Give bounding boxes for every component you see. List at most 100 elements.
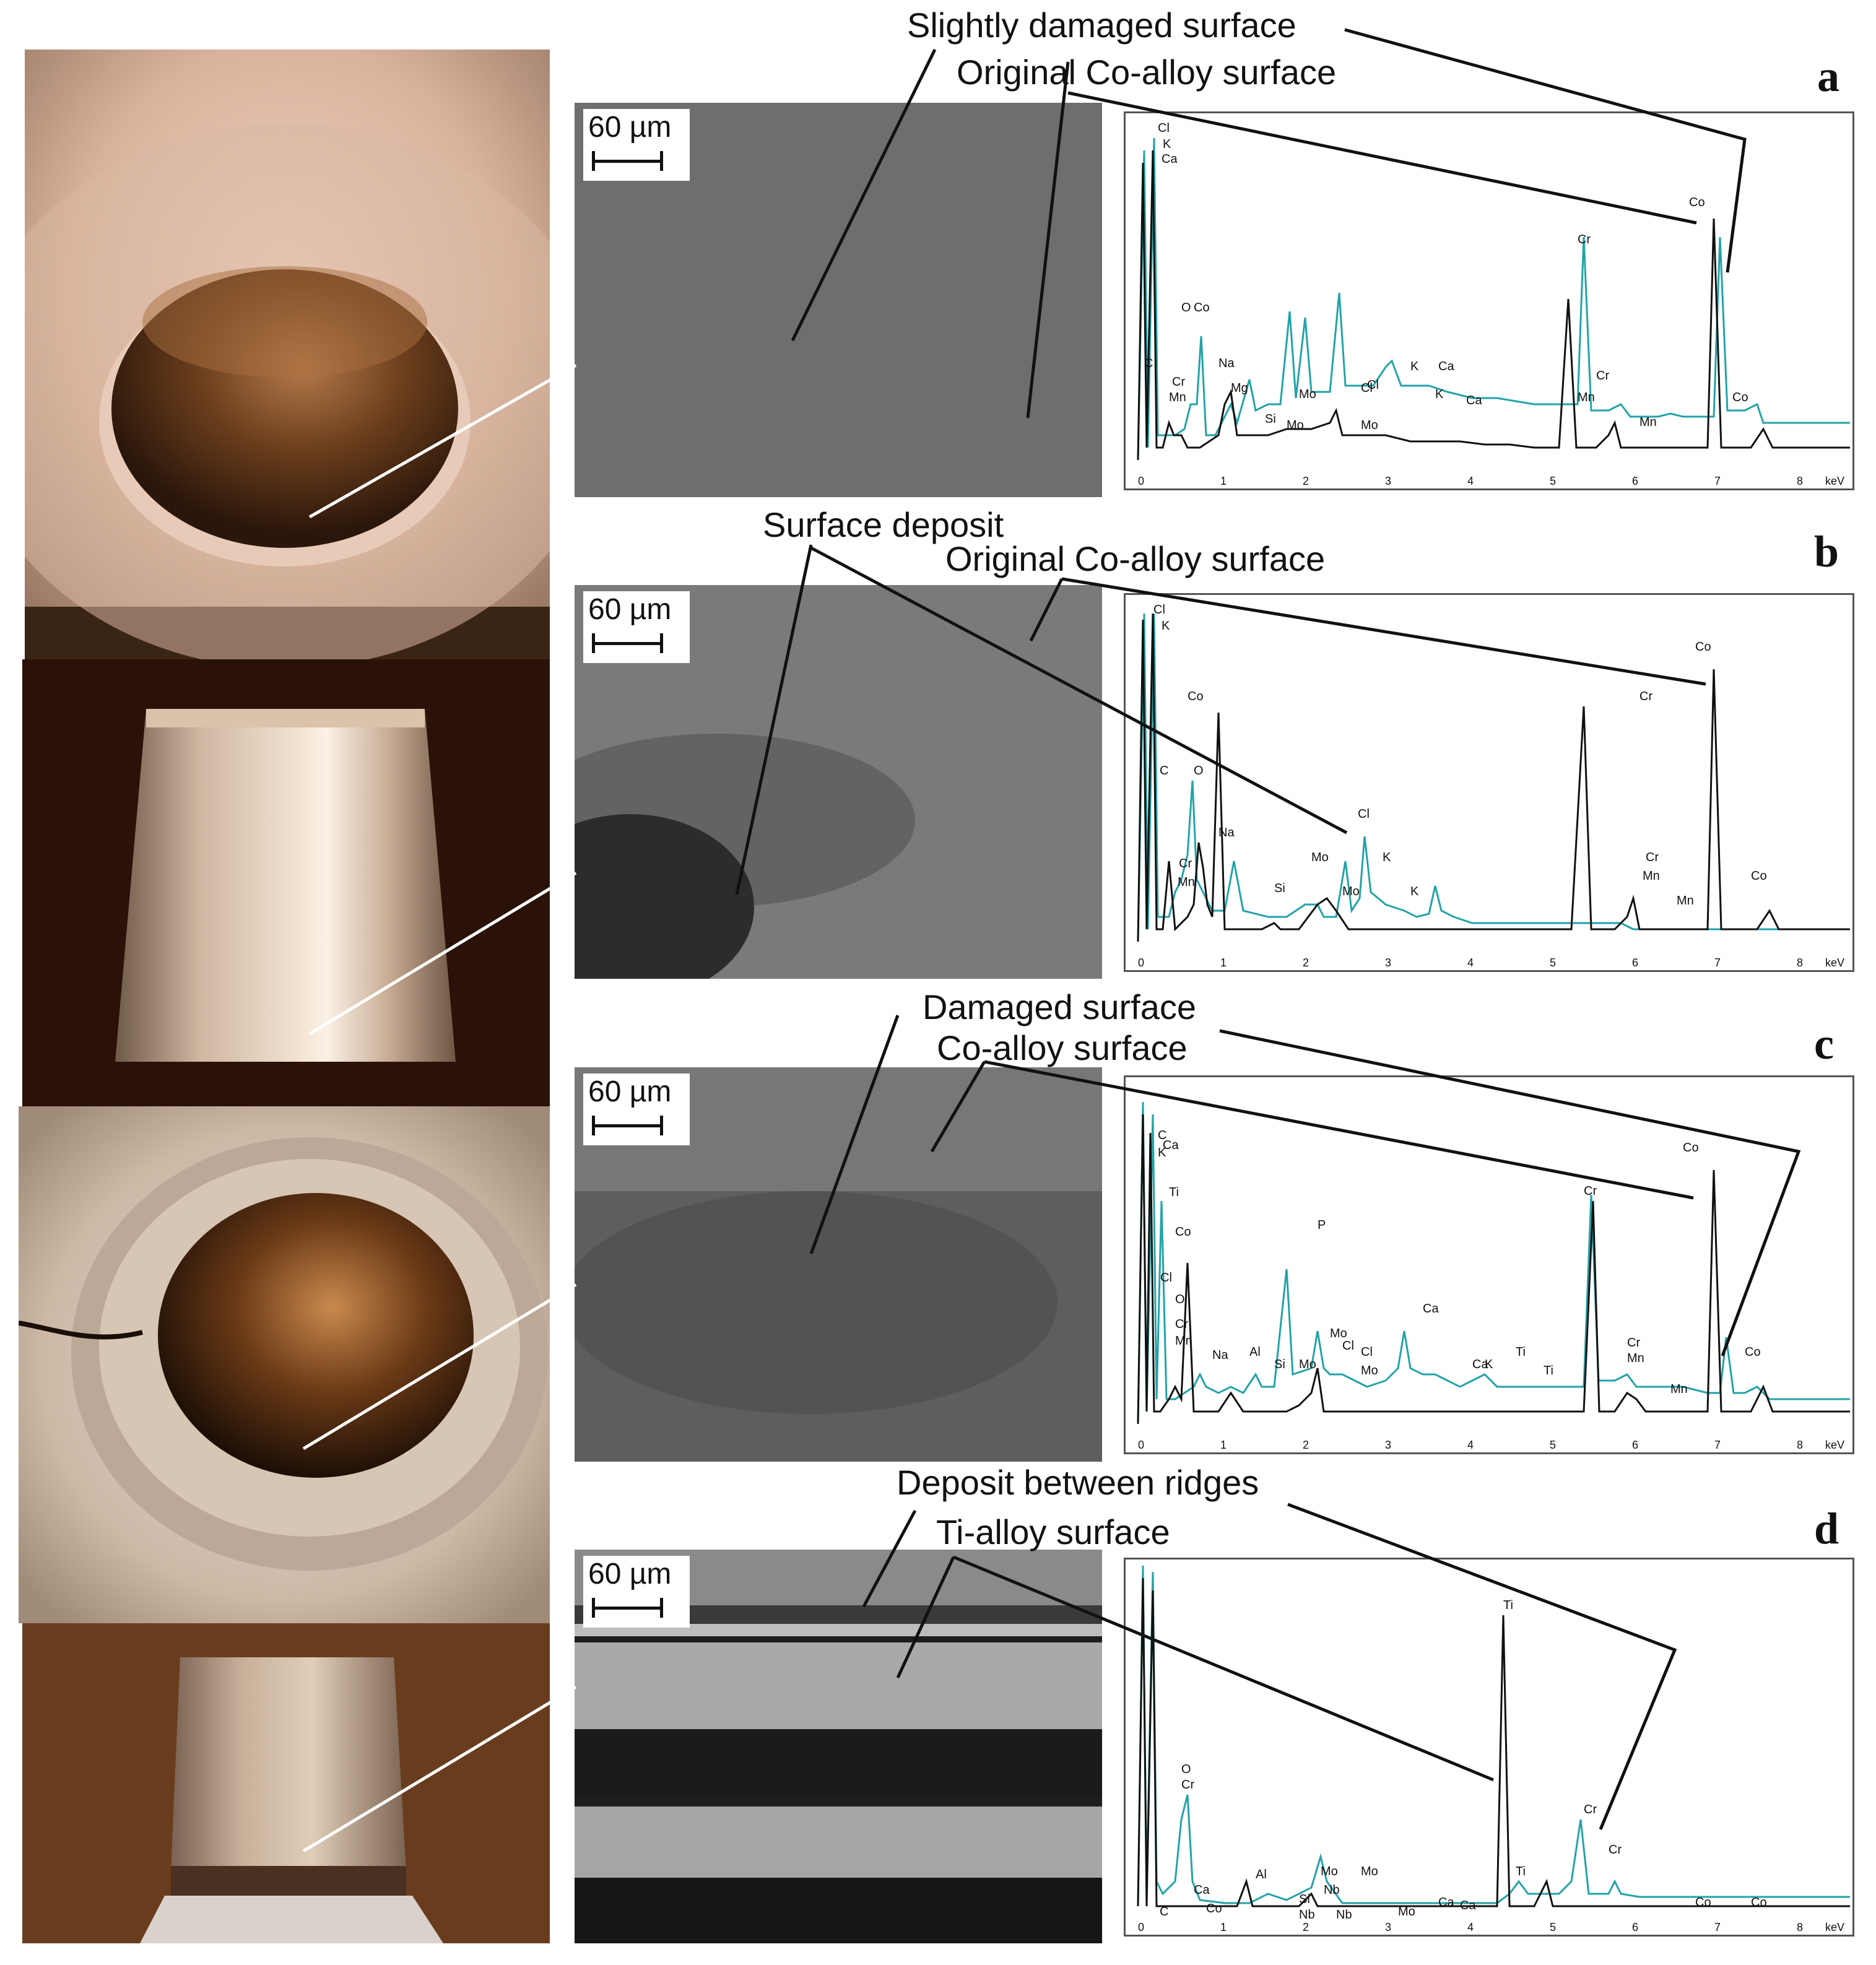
peak-label: C — [1160, 764, 1168, 778]
axis-tick-label: 7 — [1714, 1921, 1721, 1933]
peak-label: Ca — [1472, 1358, 1488, 1371]
peak-label: Ca — [1460, 1899, 1476, 1912]
photo-stem-d — [22, 1623, 550, 1943]
axis-tick-label: 6 — [1632, 475, 1638, 487]
peak-label: Mn — [1627, 1351, 1644, 1365]
peak-label: Co — [1188, 690, 1204, 703]
peak-label: C — [1160, 1905, 1168, 1919]
sem-image-d: 60 µm — [575, 1550, 1102, 1943]
photo-cup-a — [25, 50, 550, 659]
peak-label: Mo — [1342, 885, 1360, 898]
axis-tick-label: 0 — [1138, 956, 1144, 969]
peak-label: Cr — [1609, 1843, 1622, 1857]
peak-label: K — [1163, 137, 1171, 151]
peak-label: Co — [1745, 1345, 1761, 1359]
photo-taper-b — [22, 659, 550, 1106]
peak-label: Mo — [1361, 1865, 1378, 1878]
peak-label: Si — [1274, 882, 1285, 895]
axis-tick-label: 3 — [1385, 475, 1391, 487]
peak-label: Cr — [1596, 369, 1609, 383]
peak-label: Mo — [1361, 1364, 1378, 1377]
scale-bar-label: 60 µm — [588, 111, 672, 144]
peak-label: Cl — [1361, 1345, 1373, 1359]
peak-label: Cr — [1584, 1803, 1597, 1816]
axis-tick-label: 6 — [1632, 956, 1638, 969]
axis-tick-label: 5 — [1550, 956, 1556, 969]
axis-tick-label: 1 — [1220, 956, 1227, 969]
peak-label: Mo — [1311, 851, 1329, 864]
axis-tick-label: 5 — [1550, 1921, 1556, 1933]
peak-label: Si — [1265, 412, 1276, 426]
peak-label: Cr — [1181, 1778, 1194, 1792]
axis-tick-label: 2 — [1303, 1439, 1309, 1451]
peak-label: C — [1144, 357, 1153, 370]
callout-ti-alloy-surface: Ti-alloy surface — [936, 1512, 1170, 1551]
peak-label: Cr — [1646, 851, 1659, 864]
peak-label: Mn — [1677, 894, 1694, 908]
axis-tick-label: 7 — [1714, 475, 1721, 487]
scale-bar-label: 60 µm — [588, 1558, 672, 1590]
axis-tick-label: 2 — [1303, 475, 1309, 487]
callout-surface-deposit: Surface deposit — [763, 505, 1004, 544]
axis-unit-label: keV — [1825, 1921, 1844, 1933]
peak-label: Cr — [1172, 375, 1185, 389]
peak-label: P — [1318, 1218, 1326, 1232]
peak-label: K — [1485, 1358, 1493, 1371]
peak-label: Cl — [1342, 1339, 1354, 1353]
peak-label: Co — [1732, 391, 1748, 404]
peak-label: Mo — [1361, 419, 1378, 432]
peak-label: O — [1181, 301, 1191, 314]
peak-label: Cl — [1160, 1271, 1172, 1285]
axis-tick-label: 1 — [1220, 1439, 1227, 1451]
sem-image-a: 60 µm — [575, 103, 1102, 497]
peak-label: K — [1410, 360, 1419, 373]
peak-label: Cr — [1627, 1336, 1640, 1350]
peak-label: Mo — [1299, 1358, 1316, 1371]
peak-label: Nb — [1324, 1883, 1340, 1897]
peak-label: Mo — [1398, 1905, 1415, 1919]
axis-tick-label: 2 — [1303, 1921, 1309, 1933]
callout-damaged-surface: Damaged surface — [923, 987, 1197, 1026]
axis-tick-label: 3 — [1385, 956, 1391, 969]
peak-label: Na — [1218, 826, 1235, 839]
peak-label: Ca — [1194, 1883, 1210, 1897]
scale-bar: 60 µm — [583, 1556, 690, 1628]
peak-label: Cr — [1179, 857, 1192, 870]
peak-label: K — [1162, 619, 1170, 633]
axis-tick-label: 2 — [1303, 956, 1309, 969]
axis-tick-label: 8 — [1797, 1439, 1803, 1451]
peak-label: Mn — [1169, 391, 1186, 404]
peak-label: K — [1383, 851, 1391, 864]
peak-label: Co — [1695, 640, 1711, 654]
peak-label: Mn — [1578, 391, 1595, 404]
axis-tick-label: 0 — [1138, 1439, 1144, 1451]
peak-label: Ca — [1466, 394, 1482, 407]
panel-letter-b: b — [1814, 527, 1839, 576]
callout-deposit-between-ridges: Deposit between ridges — [897, 1463, 1259, 1502]
peak-label: Ca — [1438, 360, 1454, 373]
peak-label: Si — [1299, 1893, 1310, 1906]
panel-letter-d: d — [1814, 1504, 1839, 1553]
peak-label: O — [1181, 1763, 1191, 1776]
callout-co-alloy-surface: Co-alloy surface — [937, 1028, 1188, 1067]
axis-tick-label: 8 — [1797, 475, 1803, 487]
peak-label: Cl — [1358, 807, 1370, 821]
axis-unit-label: keV — [1825, 1439, 1844, 1451]
peak-label: Mo — [1299, 388, 1316, 401]
peak-label: Co — [1175, 1225, 1191, 1239]
peak-label: Ti — [1544, 1364, 1553, 1377]
peak-label: Si — [1274, 1358, 1285, 1371]
panel-letter-a: a — [1817, 51, 1839, 101]
peak-label: Cl — [1153, 603, 1165, 617]
peak-label: Cr — [1578, 233, 1591, 246]
peak-label: Mn — [1178, 875, 1195, 889]
sem-image-c: 60 µm — [575, 1067, 1102, 1462]
peak-label: Cl — [1158, 121, 1170, 135]
peak-label: Ti — [1503, 1598, 1513, 1612]
scale-bar: 60 µm — [583, 109, 690, 181]
peak-label: Cr — [1584, 1184, 1597, 1198]
